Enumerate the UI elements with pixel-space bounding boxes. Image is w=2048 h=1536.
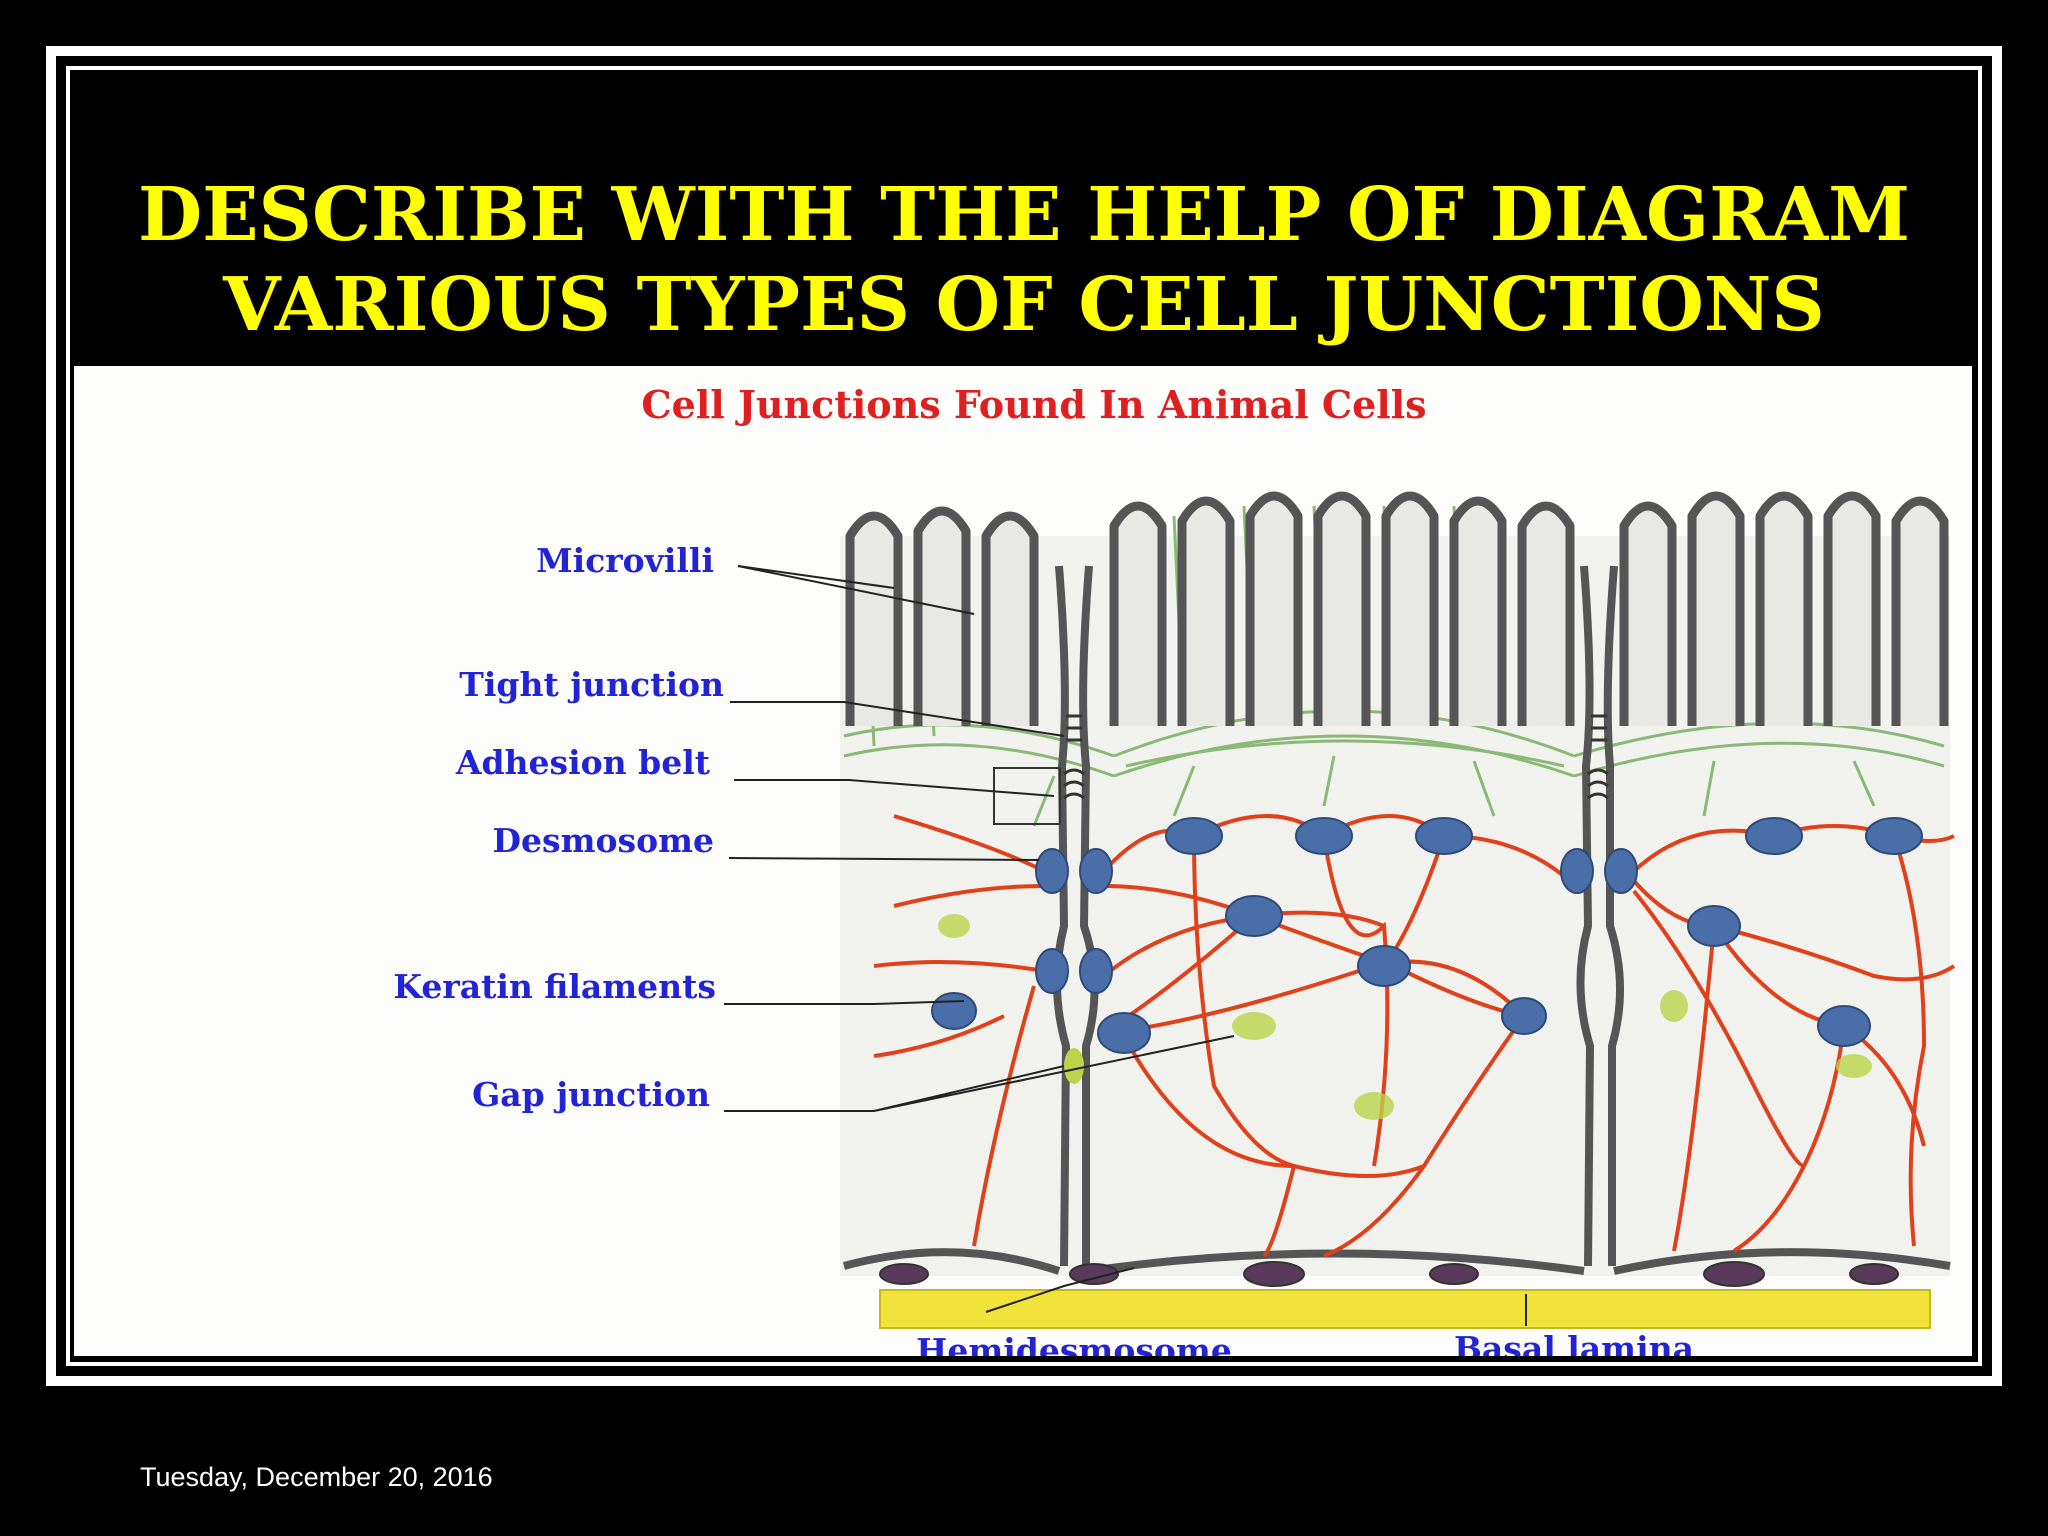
slide-frame-inner bbox=[66, 66, 1982, 1366]
label-gap-junction: Gap junction bbox=[472, 1075, 710, 1114]
label-basal-lamina: Basal lamina bbox=[1454, 1329, 1694, 1356]
microvilli-brush-border bbox=[845, 491, 1949, 726]
diagram-heading: Cell Junctions Found In Animal Cells bbox=[641, 382, 1426, 427]
label-desmosome: Desmosome bbox=[492, 821, 714, 860]
tight-junction-structure bbox=[1066, 714, 1607, 742]
label-adhesion-belt: Adhesion belt bbox=[455, 743, 711, 782]
label-tight-junction: Tight junction bbox=[459, 665, 724, 704]
cell-junction-diagram: Cell Junctions Found In Animal Cells bbox=[74, 366, 1972, 1356]
basal-lamina-band bbox=[879, 1289, 1931, 1329]
slide-title: DESCRIBE WITH THE HELP OF DIAGRAM VARIOU… bbox=[80, 170, 1968, 350]
slide-title-line-2: VARIOUS TYPES OF CELL JUNCTIONS bbox=[223, 262, 1825, 348]
adhesion-belt-structure bbox=[993, 767, 1609, 825]
label-microvilli: Microvilli bbox=[536, 541, 714, 580]
label-keratin-filaments: Keratin filaments bbox=[393, 967, 716, 1006]
label-hemidesmosome: Hemidesmosome bbox=[916, 1331, 1232, 1356]
lateral-cell-membranes bbox=[842, 565, 1951, 1275]
footer-date: Tuesday, December 20, 2016 bbox=[140, 1462, 493, 1492]
gap-junction-spots bbox=[938, 914, 1872, 1120]
label-leader-lines bbox=[724, 565, 1527, 1326]
hemidesmosome-plaques bbox=[879, 1261, 1899, 1287]
slide-frame-outer bbox=[46, 46, 2002, 1386]
desmosome-plaques bbox=[931, 817, 1923, 1054]
slide-title-line-1: DESCRIBE WITH THE HELP OF DIAGRAM bbox=[137, 172, 1911, 258]
diagram-canvas: Cell Junctions Found In Animal Cells bbox=[393, 382, 1956, 1356]
